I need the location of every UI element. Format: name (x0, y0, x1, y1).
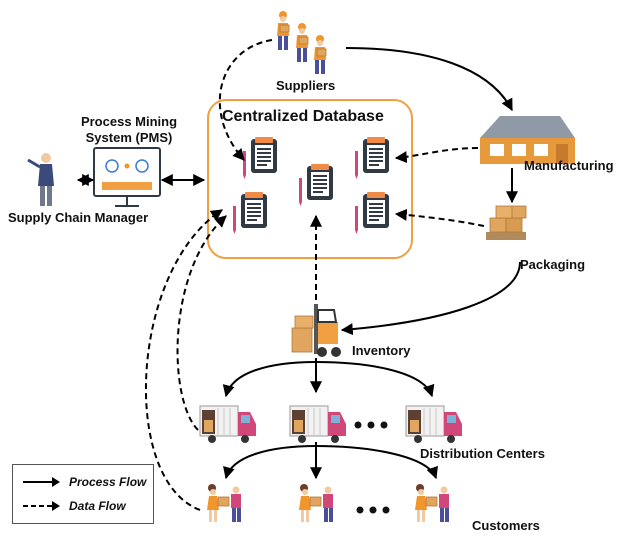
truck-icon (405, 405, 463, 444)
legend: Process Flow Data Flow (12, 464, 154, 524)
pms-label-line2: System (PMS) (85, 130, 173, 145)
process-flow-arrows (76, 47, 521, 480)
manufacturing-label: Manufacturing (524, 158, 614, 173)
pms-label: Process Mining System (PMS) (74, 114, 184, 146)
solid-arrow-icon (23, 477, 60, 487)
document-icon (243, 137, 277, 179)
suppliers-icon (276, 10, 327, 75)
database-title: Centralized Database (222, 108, 384, 125)
document-icon (355, 137, 389, 179)
ellipsis-icon (354, 421, 388, 429)
legend-data-flow: Data Flow (21, 498, 149, 516)
legend-data-flow-label: Data Flow (69, 499, 126, 513)
truck-icon (199, 405, 257, 444)
inventory-label: Inventory (352, 343, 411, 358)
packaging-label: Packaging (520, 257, 586, 272)
pms-label-line1: Process Mining (80, 114, 178, 129)
packaging-icon (486, 205, 527, 240)
manager-label: Supply Chain Manager (8, 210, 149, 225)
document-icon (299, 164, 333, 206)
manager-icon (27, 153, 54, 206)
document-icon (233, 192, 267, 234)
legend-process-flow: Process Flow (21, 474, 149, 492)
truck-icon (289, 405, 347, 444)
customers-label: Customers (472, 518, 540, 533)
ellipsis-icon (356, 506, 390, 514)
data-flow-arrows (145, 39, 485, 511)
legend-process-flow-label: Process Flow (69, 475, 147, 489)
factory-icon (480, 116, 575, 164)
distribution-centers-label: Distribution Centers (420, 446, 545, 461)
customer-icon (298, 483, 334, 523)
pms-monitor-icon (93, 147, 161, 207)
forklift-icon (291, 304, 341, 357)
customer-icon (206, 483, 242, 523)
customer-icon (414, 483, 450, 523)
dashed-arrow-icon (23, 501, 60, 511)
document-icon (355, 192, 389, 234)
suppliers-label: Suppliers (276, 78, 336, 93)
centralized-database-box (207, 99, 413, 259)
